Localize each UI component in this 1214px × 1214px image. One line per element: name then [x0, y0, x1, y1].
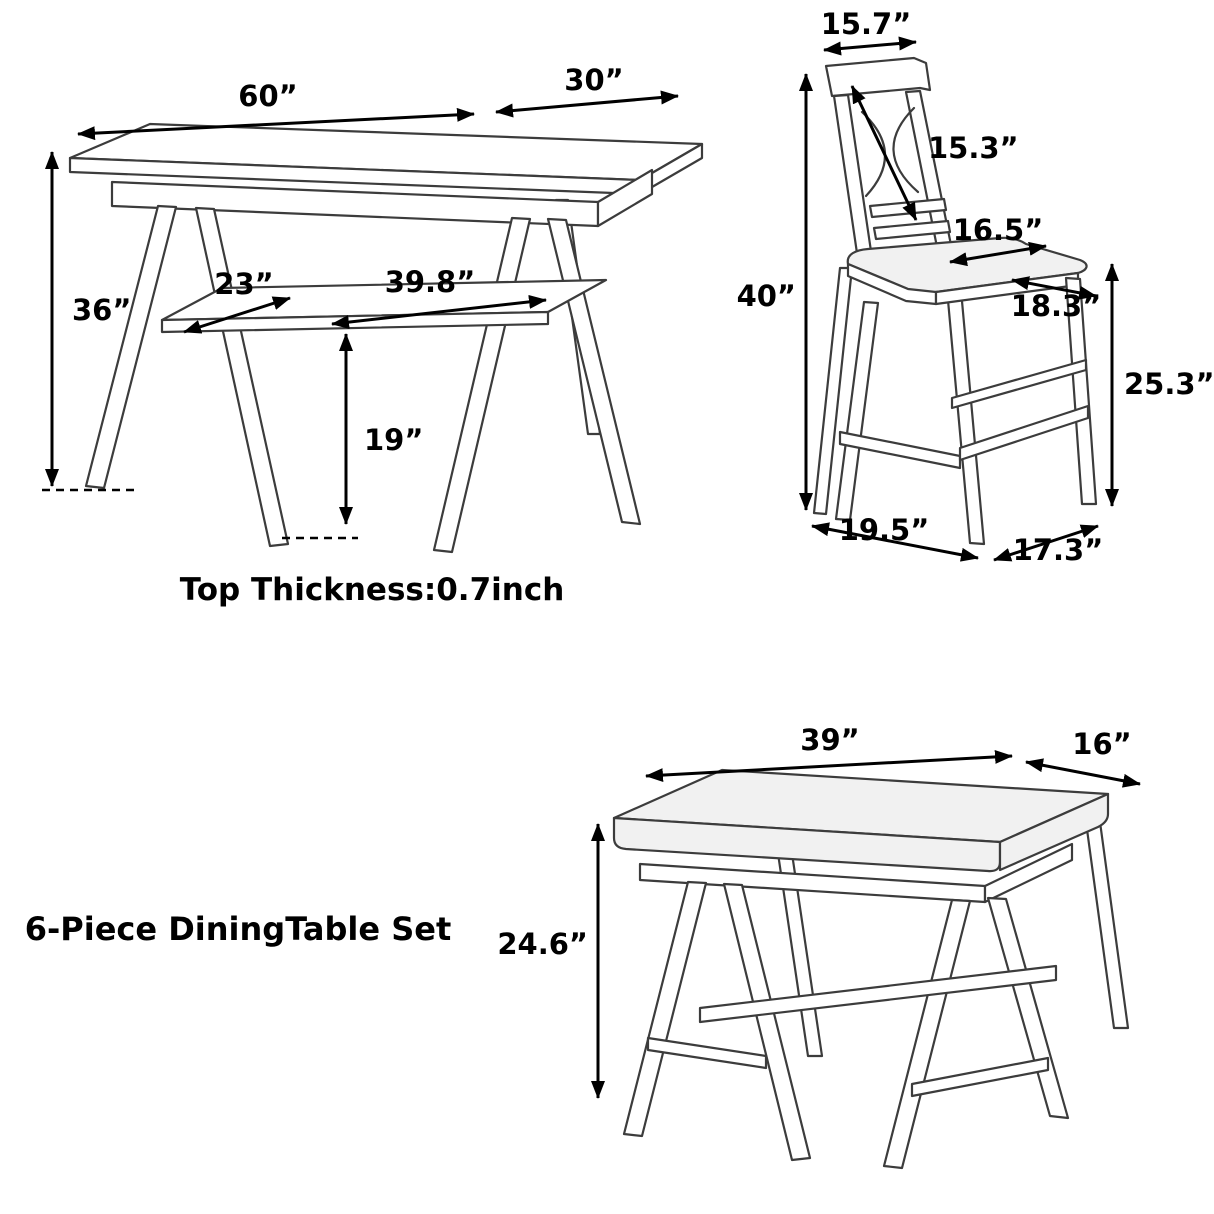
bench-leg-left-outer	[622, 880, 708, 1138]
dimension-arrow	[823, 36, 917, 56]
dimension-label: 15.3”	[928, 131, 1019, 165]
bench-leg-left-inner	[722, 882, 812, 1162]
dimension-arrow	[77, 107, 475, 141]
chair-back-fretwork	[860, 110, 887, 198]
dimension-arrow	[495, 90, 679, 118]
chair-back-slat	[872, 219, 952, 241]
bench-depth-dimension: 16”	[1025, 727, 1141, 788]
set-title: 6-Piece DiningTable Set	[25, 910, 452, 948]
dimension-label: 17.3”	[1013, 533, 1104, 567]
dimension-label: 25.3”	[1124, 367, 1214, 401]
dimension-label: 16”	[1072, 727, 1131, 761]
table-leg-left-inner	[194, 206, 290, 548]
dimension-arrow	[993, 524, 1099, 562]
dimension-arrow	[1011, 276, 1097, 300]
dimension-arrow	[645, 749, 1013, 783]
table-height-dimension: 36”	[45, 151, 131, 487]
bench-drawing	[612, 768, 1130, 1170]
chair-stretcher-upper-right	[950, 358, 1088, 410]
dimension-label: 39”	[800, 723, 859, 757]
bench-leg-right-outer	[986, 896, 1070, 1120]
dimension-label: 18.3”	[1011, 289, 1102, 323]
bench-leg-back-right	[1084, 820, 1130, 1030]
bench-width-dimension: 39”	[645, 723, 1013, 783]
chair-back-top-width-dimension: 15.7”	[821, 7, 917, 56]
dimension-arrow	[811, 522, 979, 562]
chair-base-width-dimension: 19.5”	[811, 513, 979, 562]
dimension-label: 23”	[214, 267, 273, 301]
dimension-label: 36”	[72, 293, 131, 327]
dimension-label: 19”	[364, 423, 423, 457]
table-shelf-depth-dimension: 23”	[183, 267, 291, 334]
table-depth-dimension: 30”	[495, 63, 679, 118]
dimension-label: 30”	[564, 63, 623, 97]
bench-stretcher-left	[646, 1036, 768, 1070]
dimension-label: 19.5”	[839, 513, 930, 547]
dimension-label: 24.6”	[497, 927, 588, 961]
chair-seat-depth-dimension: 18.3”	[1011, 276, 1102, 323]
chair-back-stile-left	[832, 93, 874, 262]
table-shelf-width-dimension: 39.8”	[331, 265, 547, 330]
dimension-label: 15.7”	[821, 7, 912, 41]
bench-stretcher-long	[698, 964, 1058, 1024]
dimension-arrow	[331, 294, 547, 330]
dimension-arrow	[1025, 758, 1141, 788]
table-shelf-height-dimension: 19”	[339, 333, 423, 525]
table-drawing	[42, 122, 704, 554]
bench-cushion-right	[998, 792, 1110, 872]
dimension-label: 40”	[737, 279, 796, 313]
chair-back-height-dimension: 15.3”	[850, 85, 1019, 221]
chair-seat-width-dimension: 16.5”	[949, 213, 1047, 267]
dimension-label: 39.8”	[385, 265, 476, 299]
chair-stretcher-right	[958, 404, 1090, 462]
chair-base-depth-dimension: 17.3”	[993, 524, 1104, 567]
table-width-dimension: 60”	[77, 79, 475, 141]
dimension-arrow	[183, 296, 291, 334]
chair-seat-height-dimension: 25.3”	[1105, 263, 1214, 507]
bench-leg-right-inner	[882, 898, 972, 1170]
table-leg-right-outer	[546, 217, 642, 526]
dimension-arrow	[949, 241, 1047, 267]
chair-stretcher-front	[838, 430, 962, 470]
bench-apron-right	[983, 842, 1074, 904]
bench-height-dimension: 24.6”	[497, 823, 605, 1099]
dimension-label: 16.5”	[953, 213, 1044, 247]
chair-overall-height-dimension: 40”	[737, 73, 813, 511]
dimension-label: 60”	[238, 79, 297, 113]
table-leg-left-outer	[84, 204, 178, 490]
table-apron-right	[596, 168, 654, 228]
chair-leg-front-left	[834, 300, 880, 522]
table-top-thickness-note: Top Thickness:0.7inch	[180, 572, 565, 608]
dimension-arrow	[850, 85, 918, 221]
bench-stretcher-right	[910, 1056, 1050, 1098]
